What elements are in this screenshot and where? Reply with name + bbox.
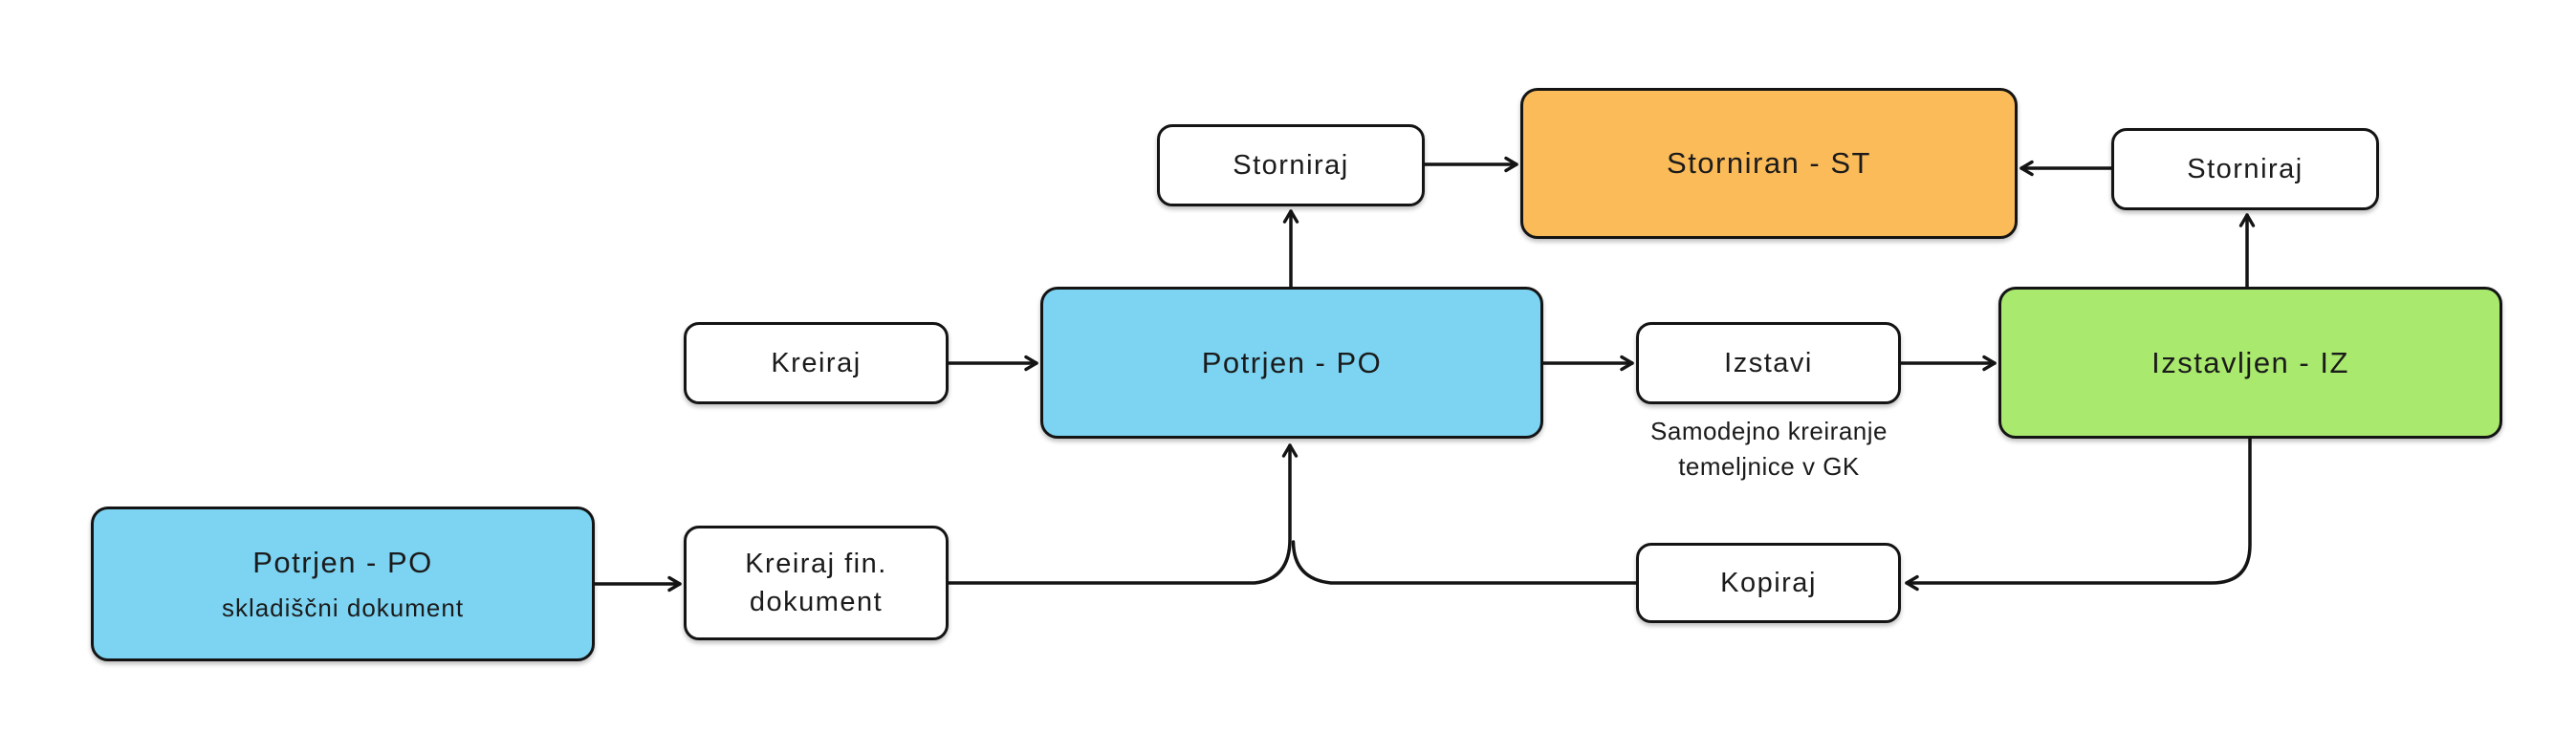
state-potrjen-po-label: Potrjen - PO (1201, 345, 1383, 379)
state-izstavljen-iz: Izstavljen - IZ (1998, 287, 2502, 439)
state-potrjen-po: Potrjen - PO (1040, 287, 1543, 439)
state-potrjen-po-skladiscni-title: Potrjen - PO (252, 545, 433, 579)
action-storniraj-left: Storniraj (1157, 124, 1425, 206)
state-potrjen-po-skladiscni-subtitle: skladiščni dokument (221, 593, 465, 622)
state-izstavljen-iz-label: Izstavljen - IZ (2151, 345, 2349, 379)
action-kreiraj-fin-line2: dokument (749, 587, 884, 617)
action-izstavi-label: Izstavi (1724, 347, 1813, 378)
izstavi-note: Samodejno kreiranje temeljnice v GK (1616, 414, 1922, 485)
connector-kopiraj-to-potrjen (1291, 540, 1638, 585)
action-storniraj-right-label: Storniraj (2187, 153, 2303, 184)
action-kreiraj-fin-dokument: Kreiraj fin. dokument (684, 526, 949, 640)
izstavi-note-line1: Samodejno kreiranje (1650, 417, 1888, 445)
action-storniraj-left-label: Storniraj (1233, 149, 1349, 181)
action-kopiraj: Kopiraj (1636, 543, 1901, 623)
action-kopiraj-label: Kopiraj (1720, 567, 1817, 598)
izstavi-note-line2: temeljnice v GK (1678, 451, 1860, 481)
action-kreiraj-fin-line1: Kreiraj fin. (745, 548, 887, 579)
connector-kreirajfin-to-potrjen (947, 443, 1299, 585)
action-izstavi: Izstavi (1636, 322, 1901, 404)
state-storniran-st: Storniran - ST (1520, 88, 2018, 239)
connector-izstavljen-to-kopiraj (1905, 437, 2252, 592)
action-storniraj-right: Storniraj (2111, 128, 2379, 210)
state-storniran-st-label: Storniran - ST (1667, 146, 1871, 180)
state-potrjen-po-skladiscni: Potrjen - PO skladiščni dokument (91, 507, 595, 661)
action-kreiraj-label: Kreiraj (771, 347, 862, 378)
action-kreiraj: Kreiraj (684, 322, 949, 404)
